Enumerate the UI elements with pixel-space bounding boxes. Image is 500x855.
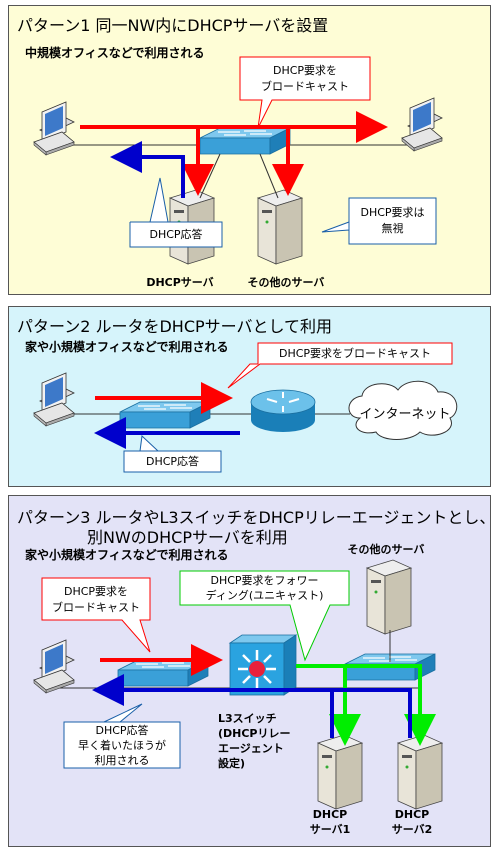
p3-l3-label-line3: エージェント [218, 742, 284, 755]
dhcp-server2-icon [397, 734, 443, 810]
pattern1-subtitle: 中規模オフィスなどで利用される [25, 46, 205, 60]
p3-server1-label-line2: サーバ1 [309, 823, 351, 836]
dhcp-server1-icon [317, 734, 363, 810]
internet-cloud-icon [348, 380, 458, 440]
p3-other-server-label: その他のサーバ [347, 543, 425, 556]
p2-response-callout: DHCP応答 [145, 455, 200, 468]
pattern3-subtitle: 家や小規模オフィスなどで利用される [25, 548, 229, 562]
other-server-icon [257, 189, 303, 265]
other-pc-icon [401, 97, 443, 152]
switch-icon [199, 127, 291, 155]
l3-switch-icon [228, 634, 298, 696]
p3-server1-label-line1: DHCP [312, 808, 348, 821]
response-arrow [110, 141, 185, 198]
p3-response-callout-line2: 早く着いたほうが [78, 739, 166, 752]
p3-l3-label-line4: 設定) [218, 757, 246, 770]
p3-forward-callout-line2: ディング(ユニキャスト) [205, 589, 324, 602]
p2-internet-label: インターネット [359, 407, 451, 422]
switch-icon-3 [117, 659, 209, 687]
pattern3-title-line2: 別NWのDHCPサーバを利用 [87, 528, 288, 547]
p3-forward-callout-line1: DHCP要求をフォワー [210, 574, 319, 587]
client-pc-icon [33, 101, 75, 156]
pattern2-subtitle: 家や小規模オフィスなどで利用される [25, 340, 229, 354]
pattern3-title-line1: パターン3 ルータやL3スイッチをDHCPリレーエージェントとし、 [17, 508, 496, 527]
router-icon [250, 389, 316, 432]
pattern1-panel: パターン1 同一NW内にDHCPサーバを設置 中規模オフィスなどで利用される [8, 5, 491, 295]
p3-server2-label-line2: サーバ2 [391, 823, 433, 836]
client-pc-icon-2 [33, 372, 75, 427]
p1-ignore-callout-line2: 無視 [381, 222, 404, 235]
p3-response-callout-line1: DHCP応答 [95, 724, 149, 737]
pattern2-title: パターン2 ルータをDHCPサーバとして利用 [17, 317, 332, 336]
p3-l3-label-line2: (DHCPリレー [218, 727, 291, 740]
p3-server2-label-line1: DHCP [394, 808, 430, 821]
switch-icon-2 [119, 401, 211, 429]
pattern1-title: パターン1 同一NW内にDHCPサーバを設置 [17, 16, 329, 35]
p3-request-callout-line2: ブロードキャスト [52, 601, 140, 614]
p1-dhcp-server-label: DHCPサーバ [146, 276, 214, 289]
p3-request-callout-line1: DHCP要求を [63, 585, 129, 598]
client-pc-icon-3 [33, 639, 75, 694]
p1-ignore-callout-line1: DHCP要求は [360, 206, 425, 219]
p3-l3-label-line1: L3スイッチ [218, 712, 277, 725]
p1-other-server-label: その他のサーバ [247, 276, 325, 289]
p3-response-callout-line3: 利用される [94, 754, 150, 767]
p2-request-callout: DHCP要求をブロードキャスト [278, 347, 432, 360]
p1-response-callout: DHCP応答 [149, 228, 203, 241]
other-server-icon-3 [366, 559, 412, 635]
p1-request-callout-line2: ブロードキャスト [261, 80, 349, 93]
p1-request-callout-line1: DHCP要求を [272, 64, 338, 77]
